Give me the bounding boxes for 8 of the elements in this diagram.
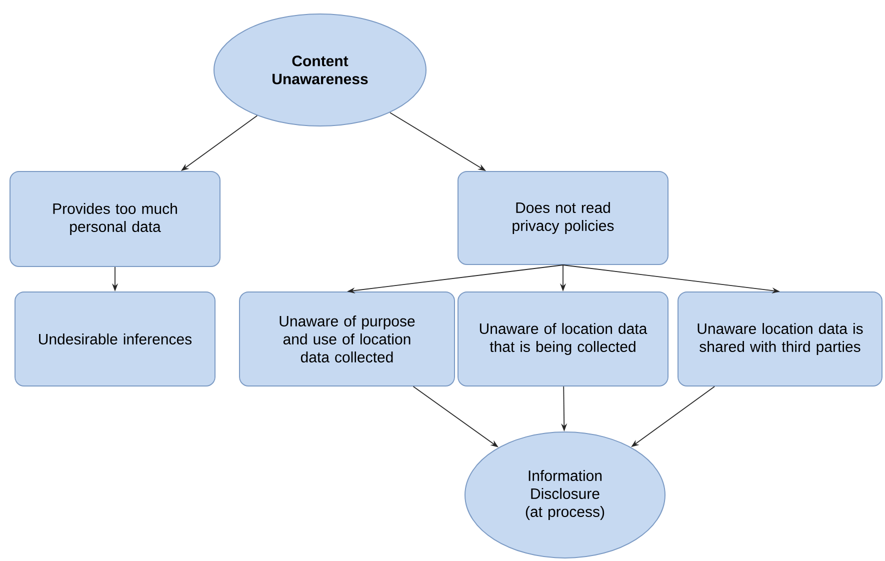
process-box: Provides too much personal data [10,171,220,267]
process-box: Unaware location data is shared with third parties [678,292,882,386]
process-box: Unaware of purpose and use of location data collected [239,292,455,386]
process-box: Undesirable inferences [14,292,216,386]
ellipse-node: Information Disclosure (at process) [464,432,666,558]
process-box: Does not read privacy policies [458,171,668,265]
process-box: Unaware of location data that is being collected [458,292,668,386]
ellipse-node: Content Unawareness [214,14,426,126]
